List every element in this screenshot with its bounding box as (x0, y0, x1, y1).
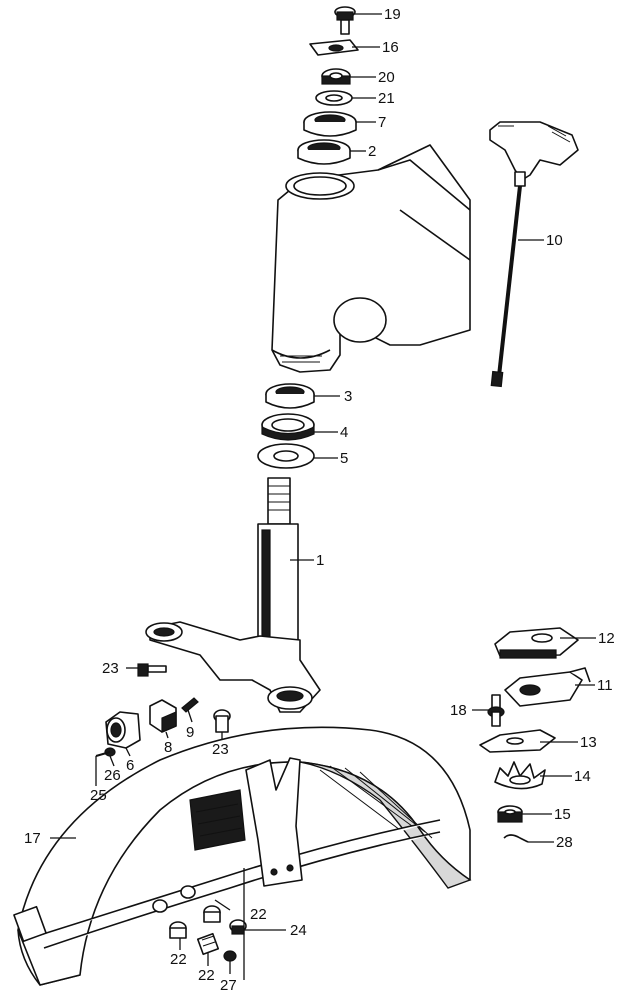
part-15-nut (497, 805, 523, 823)
part-4-bearing (261, 413, 315, 441)
part-23-bolt-upper (137, 663, 167, 677)
part-8-block (149, 699, 177, 733)
callout-28: 28 (556, 834, 573, 851)
part-19-bolt (334, 6, 356, 35)
callout-22c: 22 (198, 967, 215, 984)
callout-9: 9 (186, 724, 194, 741)
callout-4: 4 (340, 424, 348, 441)
part-25-screw (95, 751, 111, 757)
callout-23a: 23 (102, 660, 119, 677)
callout-5: 5 (340, 450, 348, 467)
callout-23b: 23 (212, 741, 229, 758)
part-27-washer (223, 950, 237, 962)
callout-labels: 19 16 20 21 7 2 10 3 4 5 1 12 11 18 13 1… (24, 6, 615, 994)
callout-21: 21 (378, 90, 395, 107)
callout-15: 15 (554, 806, 571, 823)
part-5-dust-seal (257, 443, 315, 469)
part-12-bracket (494, 627, 579, 659)
callout-27: 27 (220, 977, 237, 994)
part-6-collar (105, 711, 141, 749)
part-16-lock-washer (309, 39, 359, 56)
part-21-washer (315, 90, 353, 106)
part-14-star-spring (494, 761, 546, 790)
callout-19: 19 (384, 6, 401, 23)
leader-lines (50, 13, 596, 980)
callout-16: 16 (382, 39, 399, 56)
part-22-bolt-c (196, 932, 220, 956)
callout-7: 7 (378, 114, 386, 131)
callout-20: 20 (378, 69, 395, 86)
callout-22b: 22 (170, 951, 187, 968)
callout-2: 2 (368, 143, 376, 160)
part-24-bolt (229, 919, 247, 935)
frame-head-pipe (271, 144, 471, 373)
part-22-bolt-b (203, 905, 221, 923)
callout-13: 13 (580, 734, 597, 751)
callout-10: 10 (546, 232, 563, 249)
callout-1: 1 (316, 552, 324, 569)
callout-26: 26 (104, 767, 121, 784)
callout-8: 8 (164, 739, 172, 756)
callout-14: 14 (574, 768, 591, 785)
callout-18: 18 (450, 702, 467, 719)
part-10-damper-rod (489, 121, 579, 388)
part-1-steering-stem (145, 477, 321, 713)
callout-12: 12 (598, 630, 615, 647)
callout-25: 25 (90, 787, 107, 804)
fender-bracket (245, 757, 303, 887)
part-11-stay (504, 667, 591, 707)
part-20-nut (321, 68, 351, 85)
part-9-screw (181, 697, 199, 713)
part-22-bolt-a (152, 885, 196, 939)
callout-11: 11 (597, 677, 613, 694)
part-2-ball-race (297, 139, 351, 165)
part-3-race (265, 383, 315, 409)
part-23-bolt-lower (213, 709, 231, 733)
part-18-bolt (487, 694, 505, 727)
callout-24: 24 (290, 922, 307, 939)
callout-22a: 22 (250, 906, 267, 923)
callout-3: 3 (344, 388, 352, 405)
part-28-pin (503, 834, 529, 843)
part-13-plate (479, 729, 556, 753)
callout-17: 17 (24, 830, 41, 847)
part-7-cone-race (303, 111, 357, 137)
callout-6: 6 (126, 757, 134, 774)
part-17-front-fender (13, 726, 472, 986)
